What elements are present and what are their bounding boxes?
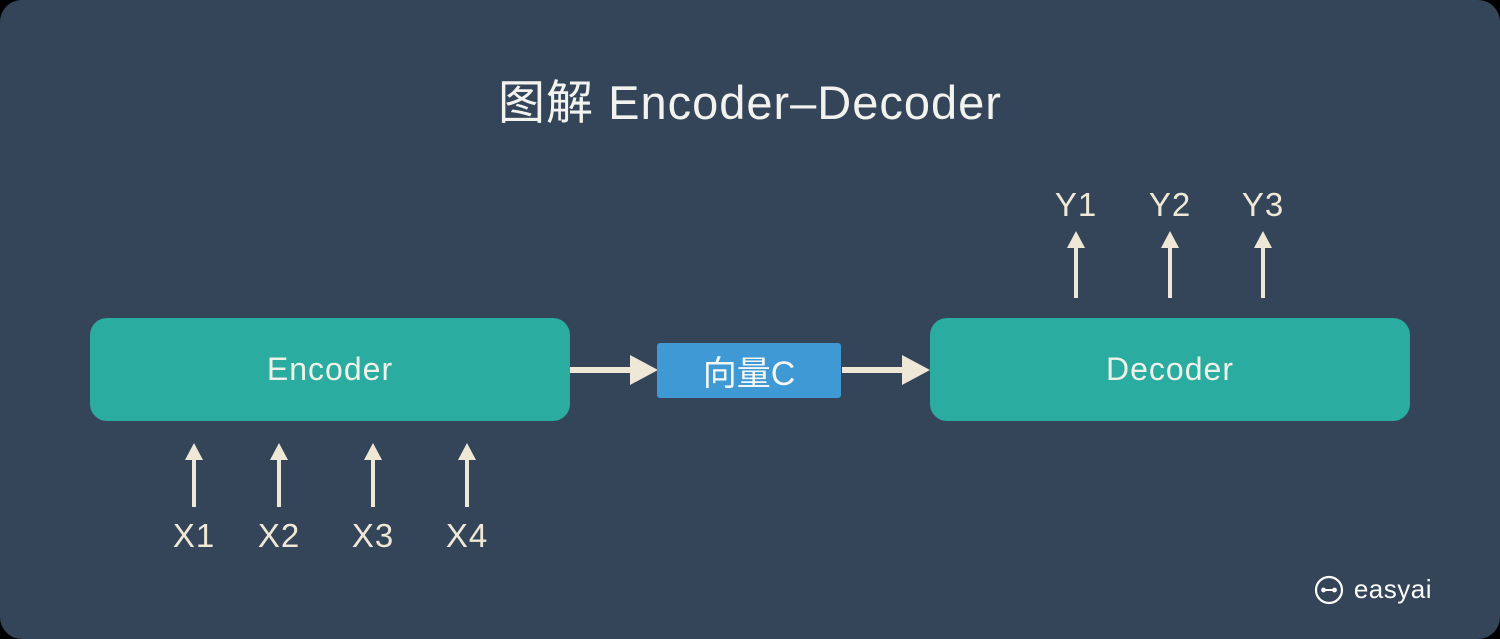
encoder-block: Encoder	[90, 318, 570, 421]
output-label-y1: Y1	[1054, 186, 1098, 223]
arrow-up-icon	[1161, 231, 1179, 298]
input-label-x2: X2	[257, 517, 301, 554]
output-label-y2: Y2	[1148, 186, 1192, 223]
arrow-up-icon	[270, 443, 288, 507]
arrow-right-icon	[570, 355, 658, 385]
arrow-up-icon	[185, 443, 203, 507]
input-label-x3: X3	[351, 517, 395, 554]
input-label-x4: X4	[445, 517, 489, 554]
output-label-y3: Y3	[1241, 186, 1285, 223]
encoder-label: Encoder	[266, 351, 394, 387]
decoder-block: Decoder	[930, 318, 1410, 421]
arrow-up-icon	[1067, 231, 1085, 298]
input-label-x1: X1	[172, 517, 216, 554]
brand-name: easyai	[1353, 574, 1432, 604]
brand-logo: easyai	[1314, 574, 1432, 605]
page-title: 图解 Encoder–Decoder	[498, 76, 1002, 129]
arrow-up-icon	[364, 443, 382, 507]
arrow-right-icon	[842, 355, 930, 385]
easyai-robot-face-icon	[1314, 575, 1343, 604]
arrow-up-icon	[458, 443, 476, 507]
vector-c-label: 向量C	[702, 355, 796, 393]
decoder-label: Decoder	[1106, 351, 1234, 387]
arrow-up-icon	[1254, 231, 1272, 298]
vector-c-block: 向量C	[657, 343, 841, 398]
